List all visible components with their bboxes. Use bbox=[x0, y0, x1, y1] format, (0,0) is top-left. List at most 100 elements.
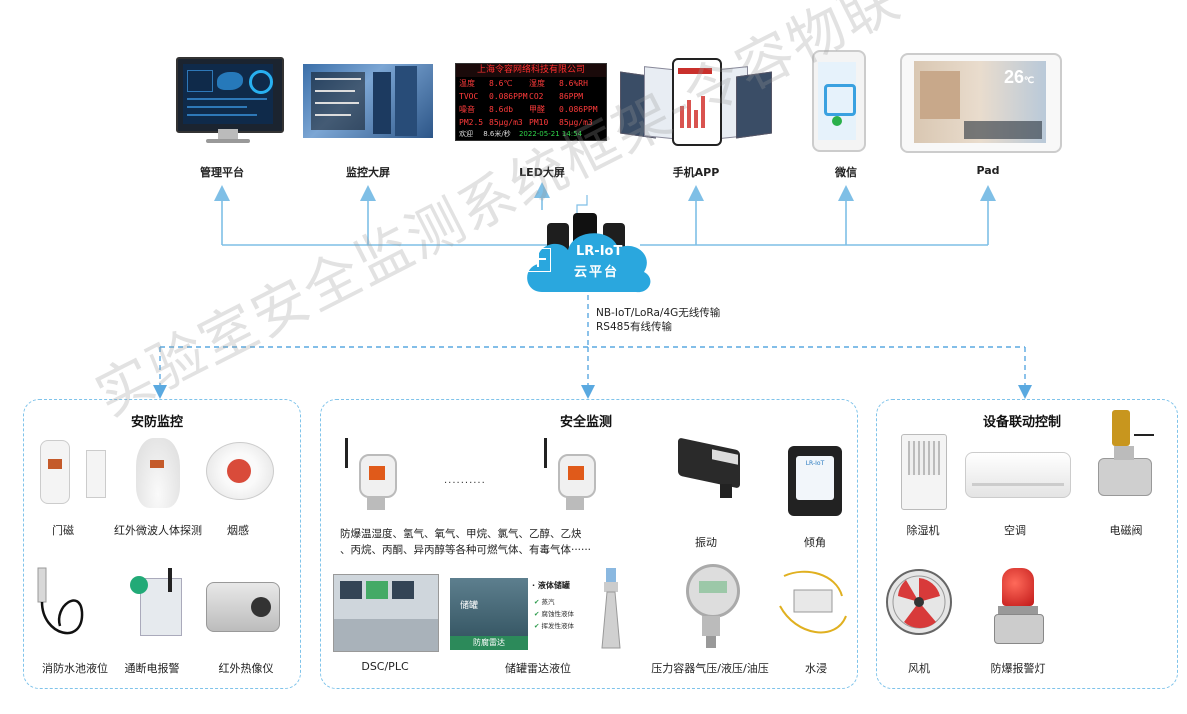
label-fan: 风机 bbox=[908, 662, 930, 675]
led-metric-value: 8.6℃ bbox=[489, 79, 513, 88]
liquid-level-probe-image bbox=[37, 567, 84, 635]
led-metric-name: 温度 bbox=[459, 79, 475, 88]
gas-detector-image-1 bbox=[345, 438, 405, 514]
dcs-plc-image bbox=[333, 574, 439, 652]
pad-temp: 26 bbox=[1004, 67, 1025, 87]
air-conditioner-image bbox=[965, 452, 1071, 498]
tank-banner: 防腐雷达 bbox=[450, 636, 528, 650]
label-water-leak: 水浸 bbox=[805, 662, 827, 675]
led-footer-left: 欢迎 bbox=[459, 130, 473, 138]
panel-safety-title: 安全监测 bbox=[560, 415, 613, 430]
tank-card-title: 液体储罐 bbox=[537, 581, 570, 590]
tank-radar-card: 储罐 防腐雷达 · 液体储罐 ✔ 蒸汽 ✔ 腐蚀性液体 ✔ 挥发性液体 bbox=[450, 578, 604, 650]
label-door-sensor: 门磁 bbox=[52, 524, 74, 537]
bigscreen-image bbox=[303, 64, 433, 138]
gas-detector-image-2 bbox=[544, 438, 604, 514]
label-tilt: 倾角 bbox=[804, 536, 826, 549]
panel-safety bbox=[320, 399, 858, 689]
led-metric-name: TVOC bbox=[459, 92, 479, 101]
cloud-title: LR-IoT bbox=[576, 244, 623, 259]
led-metric-name: 噪音 bbox=[459, 105, 475, 114]
led-metric-value: 86PPM bbox=[559, 92, 584, 101]
cloud-subtitle: 云平台 bbox=[574, 265, 620, 280]
label-pad: Pad bbox=[976, 164, 1000, 177]
led-metric-name: 甲醛 bbox=[529, 105, 545, 114]
vibration-sensor-image bbox=[672, 437, 748, 500]
wechat-phone-image bbox=[812, 50, 866, 152]
led-metric-value: 0.086PPM bbox=[559, 105, 598, 114]
led-footer-mid: 8.6米/秒 bbox=[483, 130, 511, 138]
smoke-detector-image bbox=[206, 442, 274, 500]
cloud-hub-icon bbox=[527, 248, 551, 272]
check-icon: ✔ bbox=[534, 622, 540, 630]
label-dcs-plc: DSC/PLC bbox=[361, 660, 409, 673]
tank-label: 储罐 bbox=[460, 601, 479, 611]
led-footer-date: 2022-05-21 14:54 bbox=[518, 130, 583, 138]
check-icon: ✔ bbox=[534, 598, 540, 606]
led-metric-name: CO2 bbox=[529, 92, 544, 101]
label-solenoid-valve: 电磁阀 bbox=[1109, 524, 1143, 537]
door-sensor-image bbox=[40, 440, 70, 504]
pad-image: 26℃ bbox=[900, 53, 1062, 153]
tank-check-3: 挥发性液体 bbox=[541, 622, 575, 630]
label-dehumidifier: 除湿机 bbox=[906, 524, 940, 537]
label-air-conditioner: 空调 bbox=[1004, 524, 1026, 537]
power-alarm-image bbox=[130, 568, 182, 636]
label-smoke-detector: 烟感 bbox=[227, 524, 249, 537]
radar-level-gauge-image bbox=[601, 568, 621, 649]
led-metric-name: 湿度 bbox=[529, 79, 545, 88]
pressure-gauge-image bbox=[686, 564, 740, 650]
gas-description-line2: 、丙烷、丙酮、异丙醇等各种可燃气体、有毒气体······ bbox=[340, 544, 592, 556]
solenoid-valve-image bbox=[1098, 410, 1154, 510]
tilt-screen-text: LR-IoT bbox=[805, 460, 825, 467]
transmission-wired: RS485有线传输 bbox=[596, 321, 673, 333]
gas-description: 防爆温湿度、氢气、氧气、甲烷、氯气、乙醇、乙炔 、丙烷、丙酮、异丙醇等各种可燃气… bbox=[340, 526, 591, 558]
fan-image bbox=[886, 569, 952, 635]
label-tank-radar: 储罐雷达液位 bbox=[505, 662, 571, 675]
panel-security bbox=[23, 399, 301, 689]
led-row: PM2.5 85μg/m3 PM10 85μg/m3 bbox=[459, 116, 603, 129]
led-metric-value: 85μg/m3 bbox=[559, 118, 593, 127]
alarm-light-image bbox=[994, 568, 1044, 644]
panel-linkage-title: 设备联动控制 bbox=[983, 415, 1062, 430]
dehumidifier-image bbox=[901, 434, 947, 510]
cloud-platform-icon bbox=[527, 233, 651, 293]
label-pressure: 压力容器气压/液压/油压 bbox=[651, 662, 769, 675]
app-phones-image bbox=[620, 58, 772, 146]
mgmt-monitor-icon bbox=[176, 57, 284, 145]
tilt-sensor-image: LR-IoT bbox=[788, 446, 842, 516]
water-leak-sensor-image bbox=[779, 570, 847, 634]
door-magnet-image bbox=[86, 450, 106, 498]
led-metric-value: 85μg/m3 bbox=[489, 118, 523, 127]
panel-security-title: 安防监控 bbox=[131, 415, 184, 430]
led-row: 噪音 8.6db 甲醛 0.086PPM bbox=[459, 103, 603, 116]
label-alarm-light: 防爆报警灯 bbox=[990, 662, 1046, 675]
pir-detector-image bbox=[136, 438, 180, 508]
led-metric-name: PM2.5 bbox=[459, 118, 484, 127]
label-liquid-level: 消防水池液位 bbox=[42, 662, 108, 675]
label-pir-detector: 红外微波人体探测 bbox=[114, 524, 202, 537]
led-metric-value: 8.6%RH bbox=[559, 79, 588, 88]
gas-dots: ·········· bbox=[444, 478, 486, 489]
label-wechat: 微信 bbox=[835, 166, 857, 179]
led-metric-value: 8.6db bbox=[489, 105, 514, 114]
led-row: TVOC 0.086PPMCO2 86PPM bbox=[459, 90, 603, 103]
transmission-wireless: NB-IoT/LoRa/4G无线传输 bbox=[596, 307, 721, 319]
label-app: 手机APP bbox=[672, 166, 720, 179]
led-row: 温度 8.6℃ 湿度 8.6%RH bbox=[459, 77, 603, 90]
check-icon: ✔ bbox=[534, 610, 540, 618]
label-thermal-camera: 红外热像仪 bbox=[218, 662, 274, 675]
led-title: 上海令容网络科技有限公司 bbox=[456, 64, 606, 77]
thermal-camera-image bbox=[206, 582, 280, 632]
label-led: LED大屏 bbox=[519, 166, 565, 179]
label-vibration: 振动 bbox=[695, 536, 717, 549]
panel-linkage bbox=[876, 399, 1178, 689]
transmission-text: NB-IoT/LoRa/4G无线传输 RS485有线传输 bbox=[596, 306, 720, 334]
label-bigscreen: 监控大屏 bbox=[346, 166, 390, 179]
led-metric-name: PM10 bbox=[529, 118, 549, 127]
pad-temp-unit: ℃ bbox=[1024, 75, 1035, 85]
tank-check-2: 腐蚀性液体 bbox=[541, 610, 575, 618]
led-metric-value: 0.086PPM bbox=[489, 92, 528, 101]
